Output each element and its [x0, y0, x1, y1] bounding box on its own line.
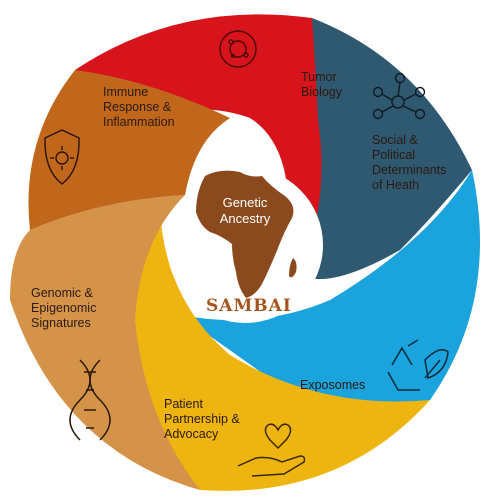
virus-cell-icon — [219, 30, 257, 68]
segment-social — [300, 18, 472, 280]
heart-in-hand-icon — [237, 423, 306, 477]
segment-patient — [132, 210, 430, 491]
label-genomic: Genomic & Epigenomic Signatures — [31, 286, 97, 330]
dna-icon — [69, 359, 111, 441]
segment-exposomes — [180, 170, 480, 410]
segment-tumor — [75, 14, 331, 256]
label-exposomes: Exposomes — [300, 378, 366, 392]
segment-genomic — [10, 195, 200, 490]
label-tumor: Tumor Biology — [301, 70, 342, 99]
recycle-leaf-icon — [387, 339, 449, 391]
label-immune: Immune Response & Inflammation — [103, 85, 175, 129]
shield-virus-icon — [44, 129, 80, 185]
center-title: Genetic Ancestry — [219, 195, 271, 226]
people-network-icon — [372, 72, 426, 120]
madagascar-map — [289, 258, 297, 278]
label-patient: Patient Partnership & Advocacy — [164, 397, 240, 441]
label-social: Social & Political Determinants of Heath — [372, 133, 447, 192]
segment-immune — [28, 70, 231, 230]
sambai-logo: SAMBAI — [206, 296, 292, 316]
africa-map — [196, 170, 294, 298]
